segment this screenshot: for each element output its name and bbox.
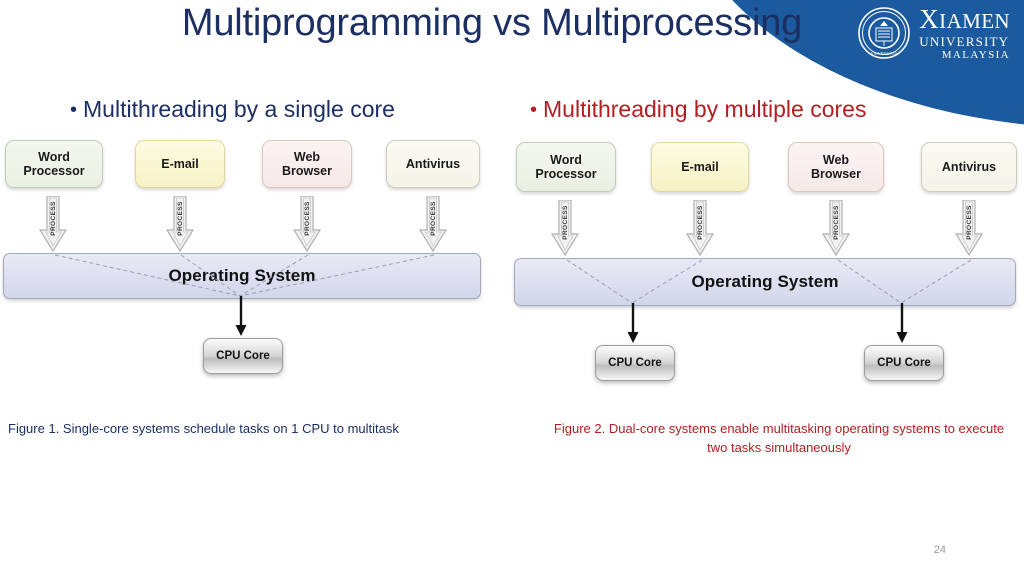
- bullet-left-label: Multithreading by a single core: [83, 96, 395, 122]
- app-box-antivirus: Antivirus: [921, 142, 1017, 192]
- cpu-core-label: CPU Core: [877, 357, 931, 369]
- os-to-core-arrow-left: [624, 303, 642, 345]
- cpu-core-box-left: CPU Core: [595, 345, 675, 381]
- process-arrow-label: PROCESS: [176, 200, 184, 236]
- process-arrow-antivirus: PROCESS: [954, 200, 984, 256]
- bullet-marker-right: •: [530, 99, 538, 121]
- bullet-marker-left: •: [70, 99, 78, 121]
- operating-system-label: Operating System: [168, 266, 316, 285]
- brand-lockup: UNIVERSITAS XIAMEN UNIVERSITY MALAYSIA: [858, 4, 1010, 61]
- bullet-right-label: Multithreading by multiple cores: [543, 96, 867, 122]
- app-label-line2: Processor: [535, 167, 597, 181]
- process-arrow-email: PROCESS: [165, 196, 195, 252]
- process-arrow-label: PROCESS: [832, 204, 840, 240]
- app-label-line2: Browser: [281, 164, 333, 178]
- brand-name-university: UNIVERSITY: [919, 34, 1010, 49]
- app-box-antivirus: Antivirus: [386, 140, 480, 188]
- os-to-core-arrow-right: [893, 303, 911, 345]
- process-arrow-word-processor: PROCESS: [38, 196, 68, 252]
- app-label-line2: Processor: [23, 164, 85, 178]
- app-label-line1: E-mail: [161, 156, 199, 171]
- app-label-line1: E-mail: [681, 159, 719, 174]
- process-arrow-web-browser: PROCESS: [292, 196, 322, 252]
- process-arrow-word-processor: PROCESS: [550, 200, 580, 256]
- operating-system-bar: Operating System: [3, 253, 481, 299]
- os-to-core-arrow: [232, 296, 250, 338]
- app-label-line2: Browser: [810, 167, 862, 181]
- app-label-line1: Web: [293, 149, 321, 164]
- bullet-row: •Multithreading by a single core •Multit…: [0, 96, 1024, 130]
- app-box-email: E-mail: [135, 140, 225, 188]
- university-seal-icon: UNIVERSITAS: [858, 6, 911, 59]
- app-label-line1: Web: [822, 152, 850, 167]
- operating-system-bar: Operating System: [514, 258, 1016, 306]
- process-arrow-label: PROCESS: [561, 204, 569, 240]
- cpu-core-label: CPU Core: [216, 350, 270, 362]
- process-arrow-label: PROCESS: [965, 204, 973, 240]
- brand-name-malaysia: MALAYSIA: [941, 49, 1010, 61]
- page-title: Multiprogramming vs Multiprocessing: [181, 2, 803, 44]
- process-arrow-label: PROCESS: [49, 200, 57, 236]
- operating-system-label: Operating System: [691, 272, 839, 291]
- app-label-line1: Word: [550, 152, 582, 167]
- app-label-line1: Antivirus: [405, 156, 461, 171]
- cpu-core-box: CPU Core: [203, 338, 283, 374]
- app-label-line1: Word: [38, 149, 70, 164]
- process-arrow-antivirus: PROCESS: [418, 196, 448, 252]
- slide-number: 24: [933, 544, 946, 556]
- cpu-core-box-right: CPU Core: [864, 345, 944, 381]
- figure-2-caption: Figure 2. Dual-core systems enable multi…: [553, 421, 1005, 455]
- process-arrow-label: PROCESS: [429, 200, 437, 236]
- app-box-email: E-mail: [651, 142, 749, 192]
- cpu-core-label: CPU Core: [608, 357, 662, 369]
- bullet-left: •Multithreading by a single core: [70, 96, 395, 123]
- app-label-line1: Antivirus: [941, 159, 997, 174]
- process-arrow-label: PROCESS: [696, 204, 704, 240]
- process-arrow-label: PROCESS: [303, 200, 311, 236]
- process-arrow-email: PROCESS: [685, 200, 715, 256]
- svg-text:UNIVERSITAS: UNIVERSITAS: [871, 52, 898, 56]
- process-arrow-web-browser: PROCESS: [821, 200, 851, 256]
- figure-1-caption: Figure 1. Single-core systems schedule t…: [8, 421, 399, 436]
- brand-name-xiamen: XIAMEN: [919, 4, 1010, 34]
- bullet-right: •Multithreading by multiple cores: [530, 96, 866, 123]
